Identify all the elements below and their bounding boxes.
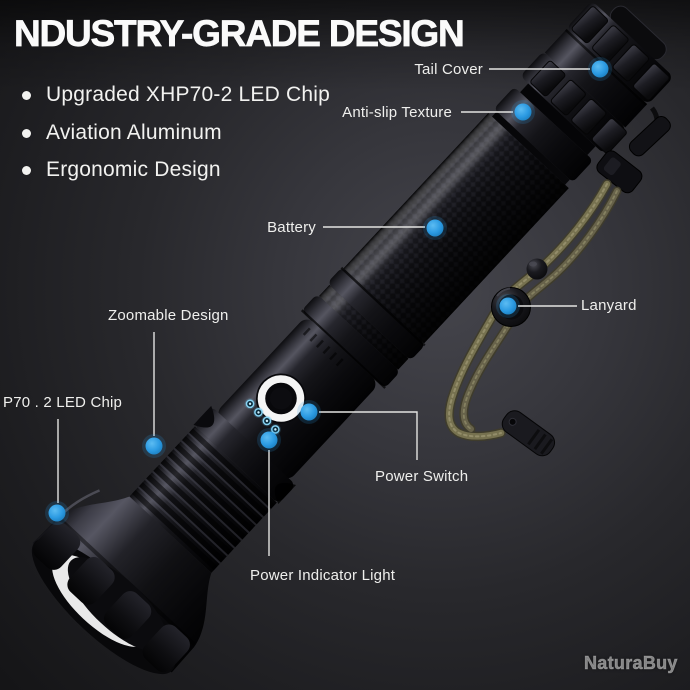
callout-label-zoomable: Zoomable Design — [108, 307, 229, 324]
feature-item: Aviation Aluminum — [22, 121, 222, 144]
zoom-ring — [129, 426, 277, 573]
lanyard-bead — [526, 258, 548, 280]
callout-label-anti-slip: Anti-slip Texture — [342, 104, 452, 121]
callout-label-power-switch: Power Switch — [375, 468, 469, 485]
callout-lines — [57, 68, 590, 556]
callout-dot-lanyard — [496, 294, 520, 318]
callout-label-battery: Battery — [267, 219, 316, 236]
bullet-icon — [22, 165, 31, 175]
watermark: NaturaBuy — [584, 653, 678, 674]
feature-label: Aviation Aluminum — [46, 121, 222, 144]
callout-dots — [45, 57, 612, 525]
strike-bezel — [32, 522, 190, 673]
callout-dot-zoomable — [142, 434, 166, 458]
callout-label-led-chip: P70 . 2 LED Chip — [3, 394, 123, 411]
power-switch-button — [255, 373, 306, 424]
callout-label-power-indicator: Power Indicator Light — [250, 567, 396, 584]
flashlight-head — [31, 489, 212, 675]
feature-item: Ergonomic Design — [22, 158, 221, 181]
page-title: NDUSTRY-GRADE DESIGN — [14, 13, 465, 55]
feature-label: Upgraded XHP70-2 LED Chip — [46, 83, 330, 106]
callout-dot-power-switch — [297, 400, 321, 424]
lanyard-tab — [628, 115, 671, 157]
callout-label-lanyard: Lanyard — [581, 297, 637, 314]
flashlight — [31, 3, 671, 675]
feature-label: Ergonomic Design — [46, 158, 221, 181]
power-indicator-leds — [244, 398, 281, 435]
bullet-icon — [22, 128, 31, 138]
lanyard-clamp — [596, 150, 643, 194]
feature-item: Upgraded XHP70-2 LED Chip — [22, 83, 330, 106]
callout-dot-battery — [423, 216, 447, 240]
callout-dot-power-indicator — [257, 428, 281, 452]
callout-dot-anti-slip — [511, 100, 535, 124]
callout-label-tail-cover: Tail Cover — [414, 61, 483, 78]
bullet-icon — [22, 90, 31, 100]
switch-section — [218, 319, 376, 479]
callout-dot-led-chip — [45, 501, 69, 525]
battery-tube-grip — [300, 113, 569, 389]
lanyard-clip — [501, 410, 556, 457]
callout-dot-tail-cover — [588, 57, 612, 81]
callout-line-power-switch — [319, 411, 418, 460]
